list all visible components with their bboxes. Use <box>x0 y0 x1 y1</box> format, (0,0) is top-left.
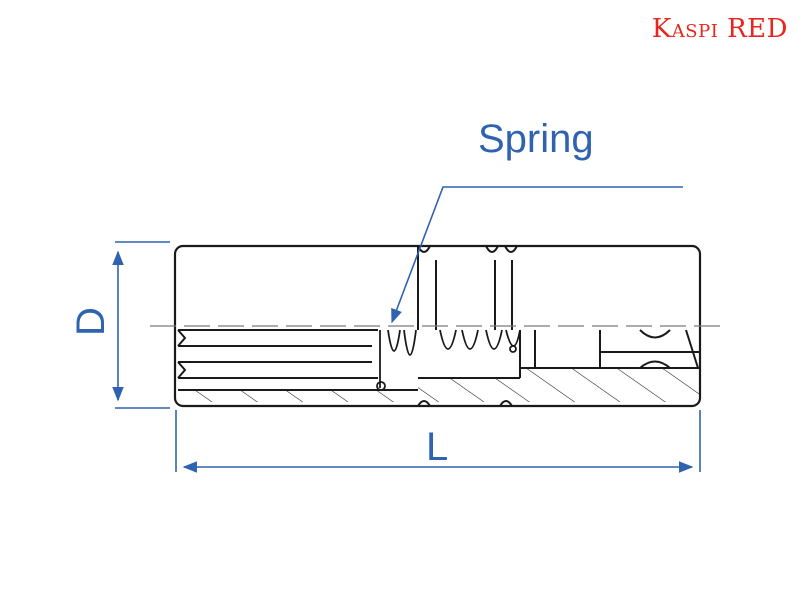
diameter-label: D <box>69 307 113 336</box>
section-lines <box>177 245 700 407</box>
spring-leader <box>391 186 683 324</box>
spring-coils <box>376 329 521 391</box>
brand-logo: Kaspi RED <box>651 14 788 44</box>
section-hatching <box>178 368 700 402</box>
length-dimension <box>175 410 701 473</box>
diameter-dimension <box>112 241 170 409</box>
spring-label: Spring <box>478 117 594 161</box>
length-label: L <box>426 425 448 469</box>
